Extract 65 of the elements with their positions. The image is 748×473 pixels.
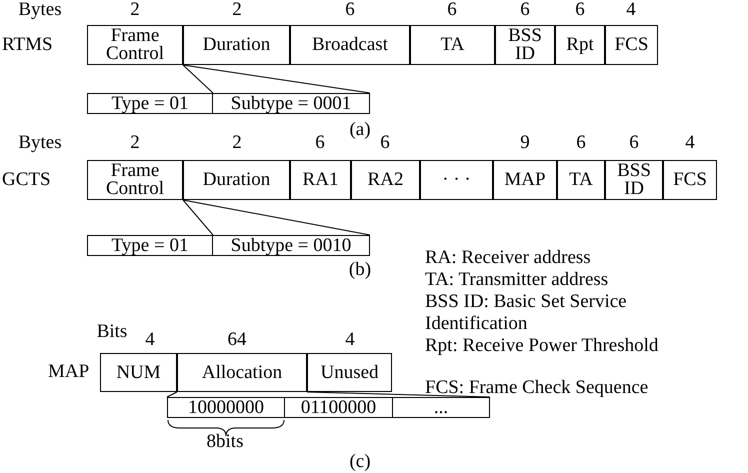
- field-box: BSS ID: [605, 160, 663, 200]
- field-size: 6: [575, 0, 585, 20]
- field-box: Duration: [183, 160, 290, 200]
- expansion-line: [166, 392, 178, 398]
- field-size: 6: [520, 0, 530, 20]
- field-box: TA: [557, 160, 605, 200]
- field-box: FCS: [663, 160, 717, 200]
- field-size: 4: [685, 133, 695, 153]
- frame-name: GCTS: [2, 170, 51, 190]
- abbreviation-note: Rpt: Receive Power Threshold: [425, 335, 660, 357]
- field-box: NUM: [100, 353, 177, 392]
- frame-name: RTMS: [2, 35, 53, 55]
- field-box: BSS ID: [495, 25, 555, 65]
- abbreviation-note: FCS: Frame Check Sequence: [425, 377, 650, 399]
- field-size: 6: [315, 133, 325, 153]
- field-box: RA1: [290, 160, 351, 200]
- field-box: Allocation: [177, 353, 307, 392]
- field-size: 6: [380, 133, 390, 153]
- field-box: Type = 01: [87, 235, 213, 256]
- abbreviation-note: BSS ID: Basic Set Service Identification: [425, 291, 628, 335]
- field-box: Broadcast: [290, 25, 410, 65]
- abbreviation-note: RA: Receiver address: [425, 247, 592, 269]
- field-size: 4: [626, 0, 636, 20]
- field-box: MAP: [493, 160, 557, 200]
- expansion-line: [182, 64, 214, 94]
- field-box: Rpt: [555, 25, 605, 65]
- expansion-line: [182, 200, 370, 236]
- field-box: ...: [392, 397, 490, 418]
- bit-count-label: 8bits: [206, 432, 244, 452]
- field-box: 10000000: [167, 397, 285, 418]
- field-size: 2: [130, 133, 140, 153]
- expansion-line: [306, 392, 490, 398]
- field-size: 4: [345, 330, 355, 350]
- field-box: Frame Control: [87, 160, 183, 200]
- field-size: 6: [447, 0, 457, 20]
- field-box: Subtype = 0001: [212, 93, 370, 114]
- field-size: 6: [629, 133, 639, 153]
- field-size: 6: [345, 0, 355, 20]
- field-box: Frame Control: [87, 25, 183, 65]
- field-box: RA2: [351, 160, 420, 200]
- abbreviation-note: TA: Transmitter address: [425, 269, 610, 291]
- field-box: 01100000: [284, 397, 393, 418]
- unit-label: Bytes: [18, 133, 62, 153]
- field-box: FCS: [605, 25, 658, 65]
- unit-label: Bits: [96, 322, 128, 342]
- field-size: 2: [232, 0, 242, 20]
- field-box: Unused: [307, 353, 392, 392]
- field-size: 6: [576, 133, 586, 153]
- field-size: 2: [232, 133, 242, 153]
- unit-label: Bytes: [18, 0, 62, 20]
- field-size: 64: [228, 330, 246, 350]
- field-box: TA: [410, 25, 495, 65]
- expansion-line: [182, 64, 370, 94]
- field-box: Duration: [183, 25, 290, 65]
- field-box: Type = 01: [87, 93, 213, 114]
- field-box: · · ·: [420, 160, 493, 200]
- panel-caption: (a): [349, 120, 371, 140]
- field-size: 4: [145, 330, 155, 350]
- panel-caption: (c): [349, 452, 371, 472]
- field-size: 9: [520, 133, 530, 153]
- expansion-line: [182, 200, 214, 236]
- panel-caption: (b): [348, 260, 372, 280]
- field-size: 2: [130, 0, 140, 20]
- field-box: Subtype = 0010: [212, 235, 370, 256]
- frame-name: MAP: [48, 362, 90, 382]
